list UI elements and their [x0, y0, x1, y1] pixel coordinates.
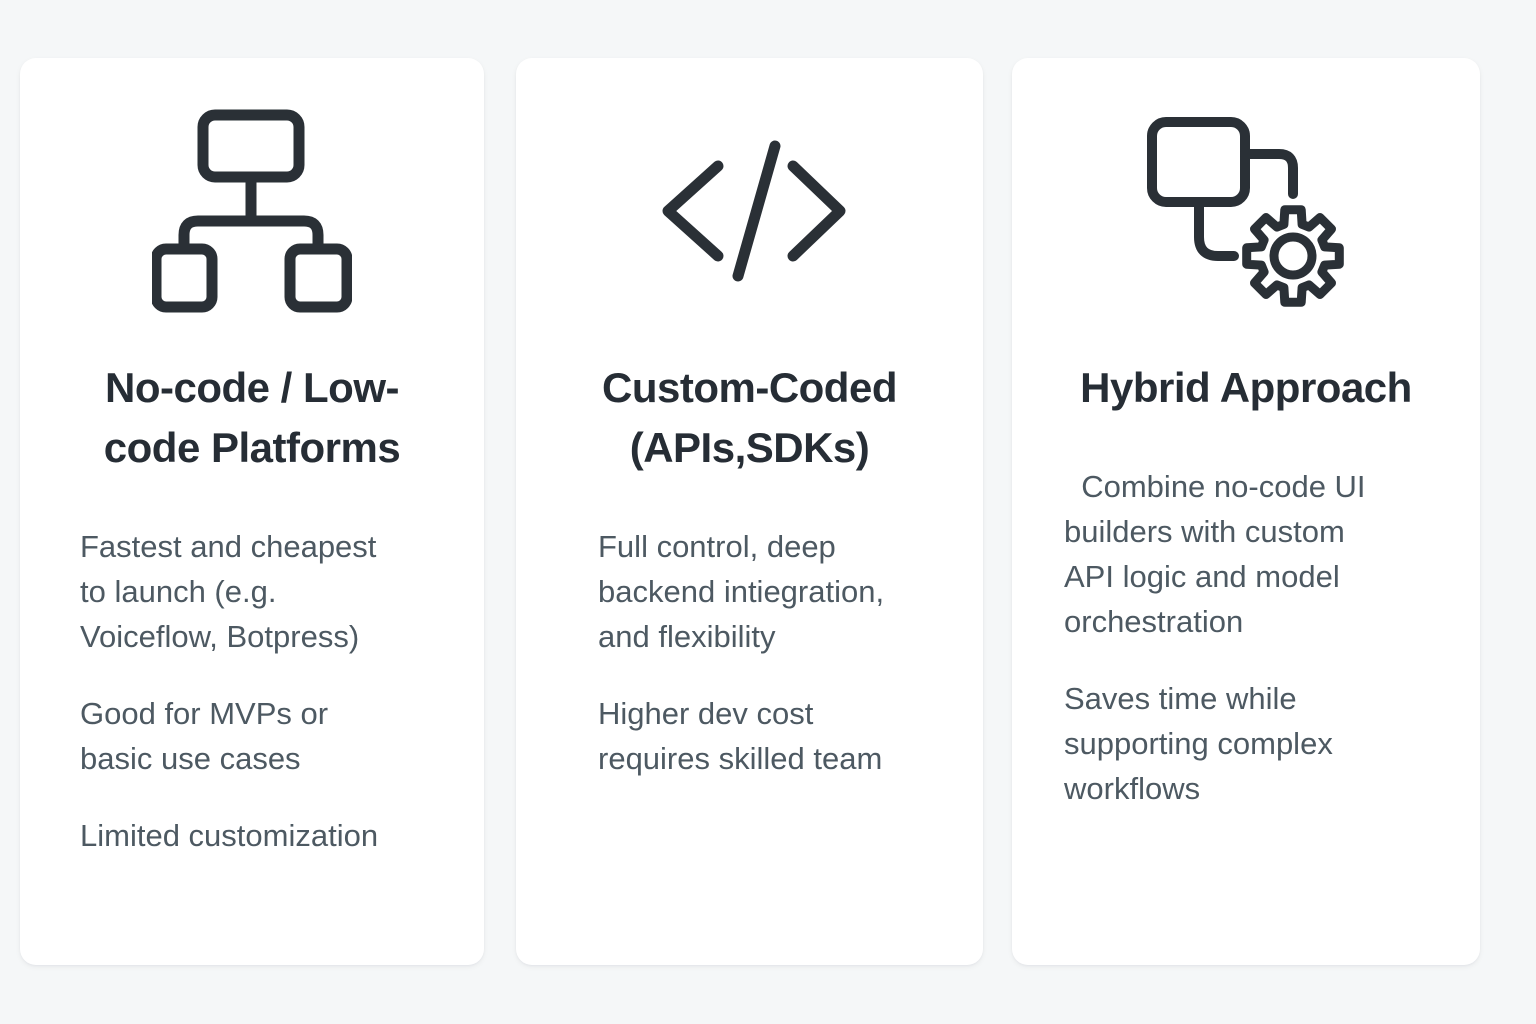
card-title: Hybrid Approach [1080, 364, 1412, 411]
card-custom-coded: Custom-Coded (APIs,SDKs) Full control, d… [516, 58, 983, 965]
card-body: Full control, deep backend intiegration,… [516, 524, 983, 781]
card-body: Combine no-code UI builders with custom … [1012, 464, 1480, 811]
card-icon-area [20, 86, 484, 336]
card-title: No-code / Low- code Platforms [103, 364, 401, 471]
flowchart-icon [152, 109, 352, 314]
workflow-gear-icon [1144, 109, 1349, 314]
card-body: Fastest and cheapest to launch (e.g. Voi… [20, 524, 484, 858]
card-paragraph: Saves time while supporting complex work… [1064, 681, 1333, 806]
card-no-code-platforms: No-code / Low- code Platforms Fastest an… [20, 58, 484, 965]
card-paragraph: Fastest and cheapest to launch (e.g. Voi… [80, 529, 377, 654]
card-icon-area [516, 86, 983, 336]
card-paragraph: Limited customization [80, 818, 379, 853]
card-paragraph: Good for MVPs or basic use cases [80, 696, 329, 776]
card-paragraph: Combine no-code UI builders with custom … [1064, 469, 1366, 639]
card-title: Custom-Coded (APIs,SDKs) [602, 364, 897, 471]
card-icon-area [1012, 86, 1480, 336]
card-hybrid-approach: Hybrid Approach Combine no-code UI build… [1012, 58, 1480, 965]
card-paragraph: Higher dev cost requires skilled team [598, 696, 883, 776]
card-paragraph: Full control, deep backend intiegration,… [598, 529, 885, 654]
code-icon [650, 131, 850, 291]
